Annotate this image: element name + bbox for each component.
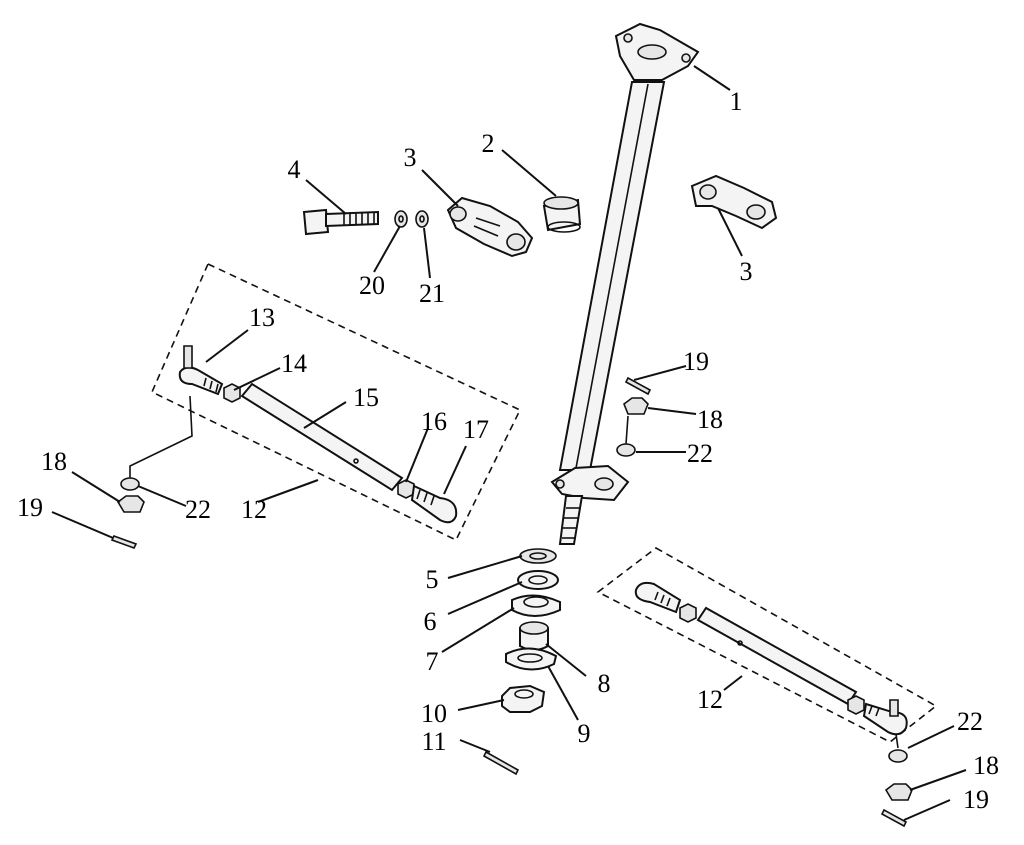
bearing-6 bbox=[517, 570, 559, 590]
seal-9 bbox=[505, 647, 558, 671]
washer-21 bbox=[415, 210, 429, 228]
bushing-2 bbox=[542, 196, 582, 233]
callout-18-right: 18 bbox=[973, 751, 999, 780]
nut-18-left bbox=[116, 495, 145, 513]
cotter-pin-19-upper bbox=[624, 376, 652, 396]
callout-17: 17 bbox=[463, 415, 489, 444]
callout-22-upper: 22 bbox=[687, 439, 713, 468]
callout-22-left: 22 bbox=[185, 495, 211, 524]
callout-4: 4 bbox=[288, 155, 301, 184]
callout-7: 7 bbox=[426, 647, 439, 676]
washer-20 bbox=[394, 210, 408, 228]
callout-21: 21 bbox=[419, 279, 445, 308]
callout-9: 9 bbox=[578, 719, 591, 748]
sleeve-8 bbox=[519, 621, 549, 651]
callout-3-left: 3 bbox=[404, 143, 417, 172]
tie-rod-assembly-left bbox=[129, 262, 522, 542]
tie-rod-assembly-right bbox=[596, 547, 938, 749]
callout-12-left: 12 bbox=[241, 495, 267, 524]
clamp-3-right bbox=[690, 174, 778, 230]
nut-18-right bbox=[884, 783, 913, 801]
callout-12-right: 12 bbox=[697, 685, 723, 714]
callout-19-left: 19 bbox=[17, 493, 43, 522]
callout-3-right: 3 bbox=[740, 257, 753, 286]
nut-18-upper bbox=[623, 397, 649, 415]
cotter-pin-19-left bbox=[51, 511, 138, 549]
callout-19-right: 19 bbox=[963, 785, 989, 814]
washer-22-upper bbox=[616, 415, 636, 457]
callout-20: 20 bbox=[359, 271, 385, 300]
callout-8: 8 bbox=[598, 669, 611, 698]
callout-18-left: 18 bbox=[41, 447, 67, 476]
callout-19-upper: 19 bbox=[683, 347, 709, 376]
leader-lines bbox=[71, 65, 967, 821]
callout-10: 10 bbox=[421, 699, 447, 728]
callout-14: 14 bbox=[281, 349, 307, 378]
clamp-3-left bbox=[446, 196, 534, 258]
callout-18-upper: 18 bbox=[697, 405, 723, 434]
callout-6: 6 bbox=[424, 607, 437, 636]
callout-5: 5 bbox=[426, 565, 439, 594]
cotter-pin-11 bbox=[482, 750, 520, 776]
callout-13: 13 bbox=[249, 303, 275, 332]
washer-22-left bbox=[120, 477, 140, 491]
callout-2: 2 bbox=[482, 129, 495, 158]
castle-nut-10 bbox=[501, 684, 546, 713]
callout-16: 16 bbox=[421, 407, 447, 436]
cotter-pin-19-right bbox=[880, 808, 908, 828]
callout-15: 15 bbox=[353, 383, 379, 412]
bearing-7 bbox=[511, 594, 561, 617]
callout-11: 11 bbox=[421, 727, 446, 756]
bolt-4 bbox=[302, 208, 379, 236]
washer-5 bbox=[519, 548, 557, 564]
washer-22-right bbox=[888, 749, 908, 763]
callout-labels: 1 2 3 4 3 20 21 13 14 15 16 17 18 19 22 … bbox=[17, 87, 999, 814]
callout-1: 1 bbox=[730, 87, 743, 116]
steering-column bbox=[550, 22, 700, 545]
callout-22-right: 22 bbox=[957, 707, 983, 736]
